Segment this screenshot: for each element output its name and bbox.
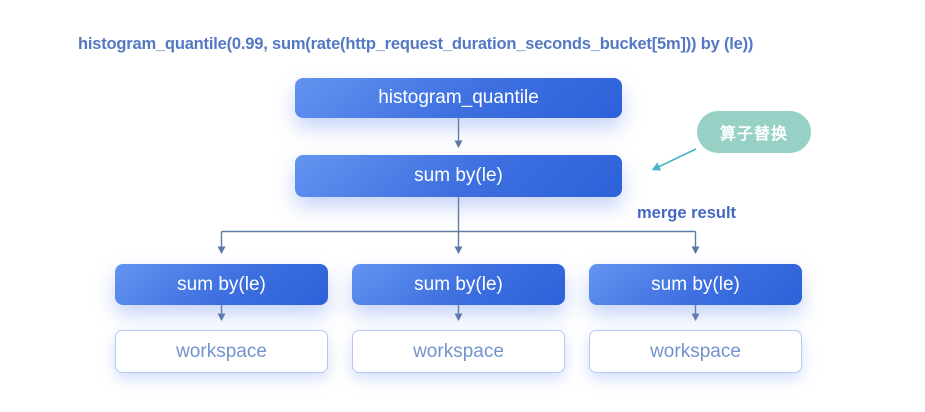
node-sum-by-le-child-1: sum by(le) [115,264,328,305]
node-histogram-quantile: histogram_quantile [295,78,622,118]
node-sum-by-le-child-3: sum by(le) [589,264,802,305]
node-workspace-3: workspace [589,330,802,373]
node-sum-by-le-main: sum by(le) [295,155,622,197]
node-workspace-1: workspace [115,330,328,373]
annotation-arrow-icon [651,148,697,171]
query-expression: histogram_quantile(0.99, sum(rate(http_r… [78,35,754,53]
annotation-badge: 算子替换 [697,111,811,153]
merge-result-label: merge result [637,204,737,222]
node-sum-by-le-child-2: sum by(le) [352,264,565,305]
node-workspace-2: workspace [352,330,565,373]
